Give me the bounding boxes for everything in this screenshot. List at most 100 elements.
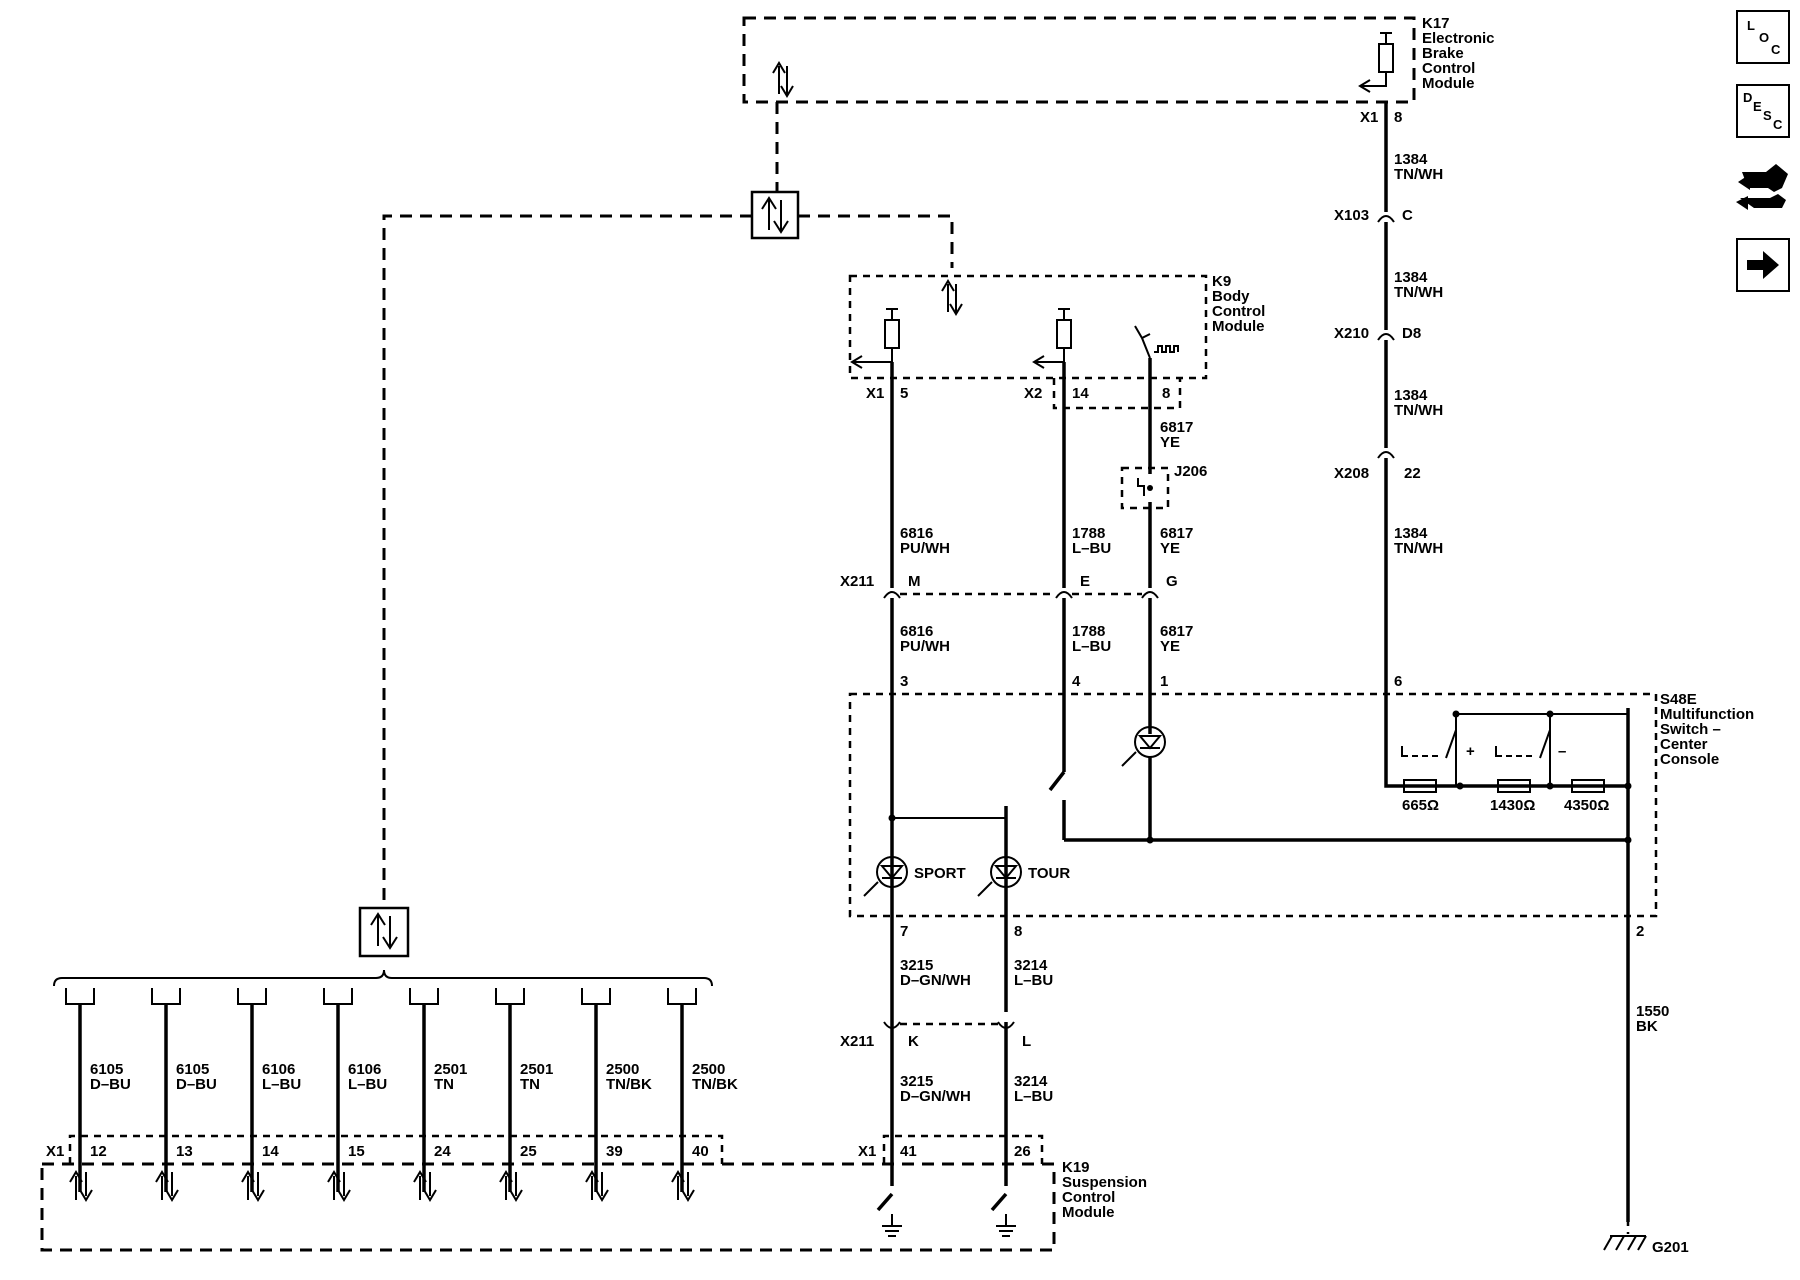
x211-top-pin-g: G xyxy=(1166,573,1178,590)
x210-pin: D8 xyxy=(1402,325,1421,342)
k19-pin: 12 xyxy=(90,1143,107,1160)
w1384-c-circuit: 1384 xyxy=(1394,387,1428,404)
k17-fuse-cap-icon xyxy=(1380,32,1392,44)
switch-plus-sign: + xyxy=(1466,743,1475,760)
k9-ref: K9 xyxy=(1212,273,1231,290)
k9-line-3: Module xyxy=(1212,318,1265,335)
wire-1384 xyxy=(1384,102,1628,788)
k19-pin: 15 xyxy=(348,1143,365,1160)
k17-fuse-icon xyxy=(1378,43,1394,73)
w1788-a-circuit: 1788 xyxy=(1072,525,1105,542)
k9-line-1: Body xyxy=(1212,288,1250,305)
w1384-d-circuit: 1384 xyxy=(1394,525,1428,542)
k19-pin-41: 41 xyxy=(900,1143,917,1160)
x103-pin: C xyxy=(1402,207,1413,224)
next-button[interactable] xyxy=(1736,238,1790,292)
switch-minus-sign: – xyxy=(1558,743,1566,760)
j206-node-icon xyxy=(1147,485,1153,491)
s48e-pin-7: 7 xyxy=(900,923,908,940)
j206-outline xyxy=(1120,466,1170,510)
k19-tour-input-icon xyxy=(990,1172,1016,1237)
k19-pin: 39 xyxy=(606,1143,623,1160)
x211-bottom-pin-k: K xyxy=(908,1033,919,1050)
k19-x1-right-connector xyxy=(882,1134,1044,1164)
s48e-outline xyxy=(848,692,1658,918)
chassis-ground-icon xyxy=(1603,1235,1647,1251)
bus-connector-cup-icon xyxy=(409,988,439,1005)
s48e-pin-3: 3 xyxy=(900,673,908,690)
serial-splice-bottom xyxy=(358,906,410,958)
desc-letter-s: S xyxy=(1763,108,1772,123)
k19-pin: 14 xyxy=(262,1143,279,1160)
k9-output-b-arrow-icon xyxy=(1032,348,1065,369)
bus-serial-arrows-icon xyxy=(241,1170,265,1202)
s48e-pin-6: 6 xyxy=(1394,673,1402,690)
bus-wire-circuit: 2501 xyxy=(520,1061,553,1078)
desc-letter-c: C xyxy=(1773,117,1783,132)
x103-label: X103 xyxy=(1334,207,1369,224)
w1384-b-circuit: 1384 xyxy=(1394,269,1428,286)
k19-line-2: Control xyxy=(1062,1189,1115,1206)
k19-x1-left-connector xyxy=(68,1134,724,1164)
k19-pin: 40 xyxy=(692,1143,709,1160)
bus-wire-circuit: 6106 xyxy=(262,1061,295,1078)
s48e-line-4: Console xyxy=(1660,751,1719,768)
w1384-a-circuit: 1384 xyxy=(1394,151,1428,168)
module-k19: X1 X1 41 26 K19 Suspension Control Modul… xyxy=(40,1134,1147,1252)
j206-jumper-icon xyxy=(1137,478,1145,496)
bus-connector-cup-icon xyxy=(237,988,267,1005)
s48e-line-1: Multifunction xyxy=(1660,706,1754,723)
w1550-color: BK xyxy=(1636,1018,1658,1035)
description-button[interactable]: D E S C xyxy=(1736,84,1790,138)
bus-wire-color: L–BU xyxy=(262,1076,301,1093)
k9-fuse-a-icon xyxy=(884,319,900,349)
k19-pin: 13 xyxy=(176,1143,193,1160)
k9-pin-8: 8 xyxy=(1162,385,1170,402)
w3214-a-color: L–BU xyxy=(1014,972,1053,989)
k9-x2-label: X2 xyxy=(1024,385,1042,402)
x103-connector-icon xyxy=(1377,215,1395,223)
backlight-led-icon xyxy=(1121,726,1166,767)
ground-bus-node-b xyxy=(1624,836,1632,844)
bus-wire-color: TN/BK xyxy=(692,1076,738,1093)
s48e-pin-1: 1 xyxy=(1160,673,1168,690)
w6817-b-circuit: 6817 xyxy=(1160,525,1193,542)
bus-connector-cup-icon xyxy=(495,988,525,1005)
k9-x1-label: X1 xyxy=(866,385,884,402)
resistor-665-label: 665Ω xyxy=(1402,797,1439,814)
serial-bus-wires: 6105D–BU126105D–BU136106L–BU146106L–BU15… xyxy=(65,988,738,1202)
w1788-a-color: L–BU xyxy=(1072,540,1111,557)
tour-led-icon xyxy=(977,856,1022,897)
resistor-4350-label: 4350Ω xyxy=(1564,797,1609,814)
k9-pin-14: 14 xyxy=(1072,385,1089,402)
k17-x1-label: X1 xyxy=(1360,109,1378,126)
k9-pin-5: 5 xyxy=(900,385,908,402)
w6817-a-circuit: 6817 xyxy=(1160,419,1193,436)
desc-letter-e: E xyxy=(1753,99,1762,114)
connector-link-button[interactable] xyxy=(1734,158,1792,214)
inline-connectors-1384: X103 C X210 D8 X208 22 xyxy=(1334,207,1421,482)
bus-serial-arrows-icon xyxy=(155,1170,179,1202)
bus-wire-circuit: 6105 xyxy=(176,1061,209,1078)
s48e-pin-4: 4 xyxy=(1072,673,1081,690)
bus-wire-color: L–BU xyxy=(348,1076,387,1093)
k9-output-a-arrow-icon xyxy=(850,348,893,369)
x208-pin: 22 xyxy=(1404,465,1421,482)
k19-sport-input-icon xyxy=(876,1172,902,1237)
x211-top-connector-icons xyxy=(883,591,1159,599)
x210-connector-icon xyxy=(1377,333,1395,341)
sport-led-icon xyxy=(863,856,908,897)
s48e-line-3: Center xyxy=(1660,736,1708,753)
ladder-node-1 xyxy=(1456,782,1464,790)
bus-wire-circuit: 2501 xyxy=(434,1061,467,1078)
j206-label: J206 xyxy=(1174,463,1207,480)
location-button[interactable]: L O C xyxy=(1736,10,1790,64)
w6817-c-color: YE xyxy=(1160,638,1180,655)
s48e-ref: S48E xyxy=(1660,691,1697,708)
bus-connector-cup-icon xyxy=(667,988,697,1005)
bus-serial-arrows-icon xyxy=(499,1170,523,1202)
k17-line-4: Module xyxy=(1422,75,1475,92)
x208-label: X208 xyxy=(1334,465,1369,482)
k19-pin-26: 26 xyxy=(1014,1143,1031,1160)
